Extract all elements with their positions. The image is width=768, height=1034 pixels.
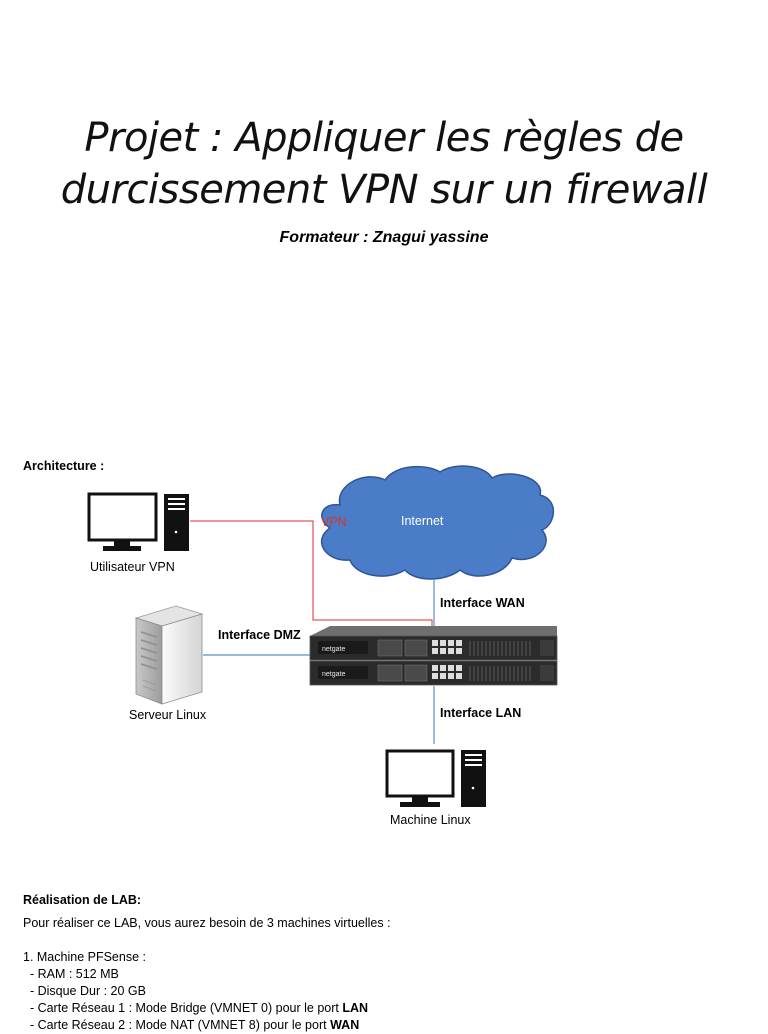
linux-server-label: Serveur Linux xyxy=(129,708,207,722)
network-diagram: netgate netgate xyxy=(87,465,558,807)
title-line-1: Projet : Appliquer les règles de xyxy=(84,115,684,161)
wan-interface-label: Interface WAN xyxy=(440,596,525,610)
lab-heading: Réalisation de LAB: xyxy=(23,893,142,907)
linux-machine-label: Machine Linux xyxy=(390,813,471,827)
internet-label: Internet xyxy=(401,514,444,528)
firewall-brand-bottom: netgate xyxy=(322,671,345,678)
network-card-1-text: - Carte Réseau 1 : Mode Bridge (VMNET 0)… xyxy=(23,1001,343,1015)
network-card-1-port: LAN xyxy=(342,1001,369,1015)
lab-intro: Pour réaliser ce LAB, vous aurez besoin … xyxy=(23,916,391,930)
network-card-2-spec: - Carte Réseau 2 : Mode NAT (VMNET 8) po… xyxy=(23,1017,359,1034)
machine-1-heading: 1. Machine PFSense : xyxy=(23,950,146,964)
vpn-user-label: Utilisateur VPN xyxy=(90,560,175,574)
linux-server-icon xyxy=(134,605,204,705)
vpn-user-computer-icon xyxy=(87,492,189,551)
ram-spec: - RAM : 512 MB xyxy=(23,967,119,981)
netgate-firewall-icon: netgate netgate xyxy=(309,626,558,686)
title-line-2: durcissement VPN sur un firewall xyxy=(60,167,708,213)
linux-machine-computer-icon xyxy=(385,749,486,807)
network-card-2-text: - Carte Réseau 2 : Mode NAT (VMNET 8) po… xyxy=(23,1018,331,1032)
vpn-label: VPN xyxy=(321,515,347,529)
architecture-heading: Architecture : xyxy=(23,459,105,473)
vpn-link xyxy=(190,520,433,626)
internet-cloud-icon xyxy=(320,465,555,580)
subtitle-trainer: Formateur : Znagui yassine xyxy=(279,229,489,246)
network-card-1-spec: - Carte Réseau 1 : Mode Bridge (VMNET 0)… xyxy=(23,1000,368,1017)
firewall-brand-top: netgate xyxy=(322,646,345,653)
dmz-interface-label: Interface DMZ xyxy=(218,628,301,642)
disk-spec: - Disque Dur : 20 GB xyxy=(23,984,146,998)
lan-interface-label: Interface LAN xyxy=(440,706,522,720)
network-card-2-port: WAN xyxy=(330,1018,360,1032)
